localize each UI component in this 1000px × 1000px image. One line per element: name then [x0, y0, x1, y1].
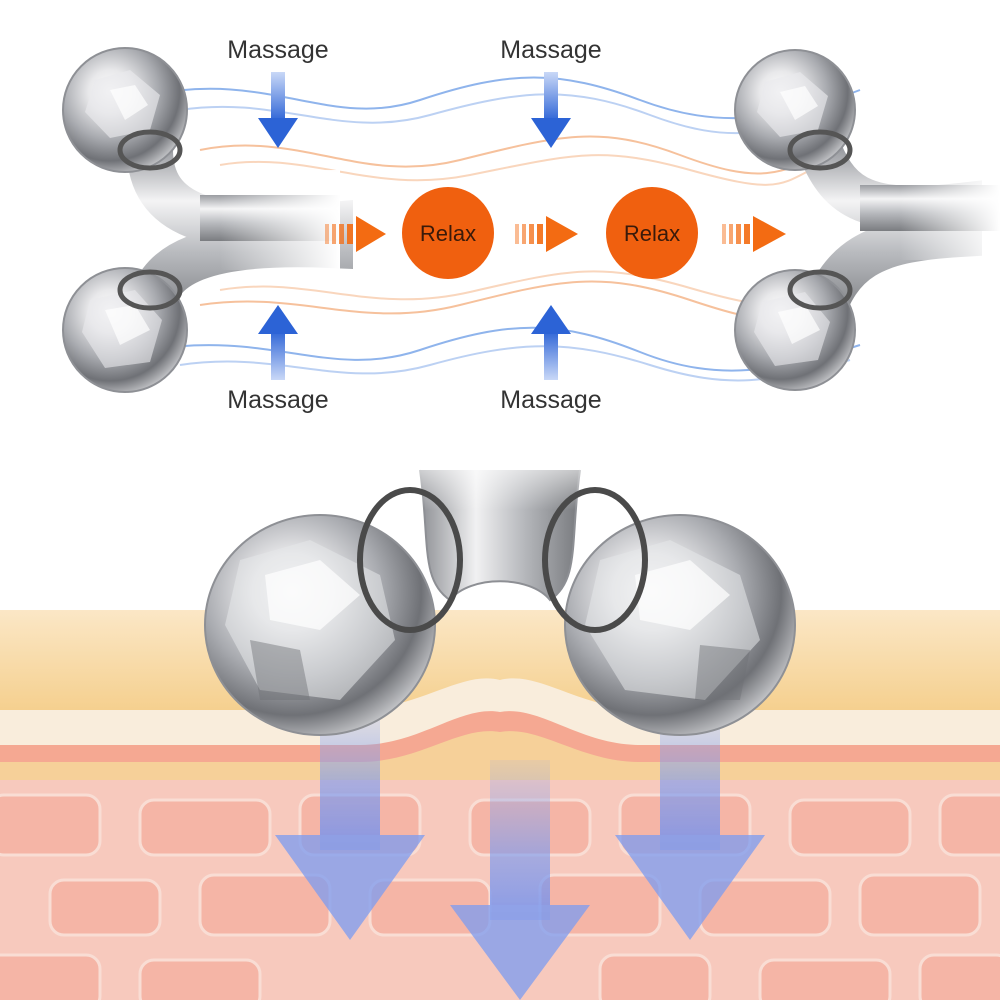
- relax-label-left: Relax: [420, 221, 476, 246]
- relax-badge-right: Relax: [606, 187, 698, 279]
- wave-blue-bottom-2: [179, 345, 851, 382]
- skin-section: [0, 440, 1000, 1000]
- massage-label-top-left: Massage: [227, 36, 328, 64]
- wave-blue-bottom: [149, 326, 861, 372]
- arrow-down-icon: [531, 72, 571, 148]
- wave-orange-bottom-2: [219, 270, 821, 305]
- massage-label-bottom-left: Massage: [227, 386, 328, 414]
- arrow-up-icon: [258, 305, 298, 380]
- top-section: Massage Massage Massage Massage: [62, 36, 1000, 414]
- dashed-arrow-right-icon: [722, 216, 786, 252]
- wave-orange-top-2: [219, 154, 821, 186]
- wave-orange-top: [199, 135, 831, 175]
- massage-label-bottom-right: Massage: [500, 386, 601, 414]
- roller-bottom-icon: [204, 440, 796, 736]
- arrow-up-icon: [531, 305, 571, 380]
- roller-right-icon: [734, 49, 1000, 391]
- arrow-down-icon: [258, 72, 298, 148]
- relax-label-right: Relax: [624, 221, 680, 246]
- dashed-arrow-right-icon: [515, 216, 578, 252]
- massage-label-top-right: Massage: [500, 36, 601, 64]
- dashed-arrow-right-icon: [325, 216, 386, 252]
- arrow-down-icon: [450, 760, 590, 1000]
- relax-badge-left: Relax: [402, 187, 494, 279]
- roller-left-icon: [62, 47, 353, 393]
- skin-yellow-band: [0, 731, 1000, 780]
